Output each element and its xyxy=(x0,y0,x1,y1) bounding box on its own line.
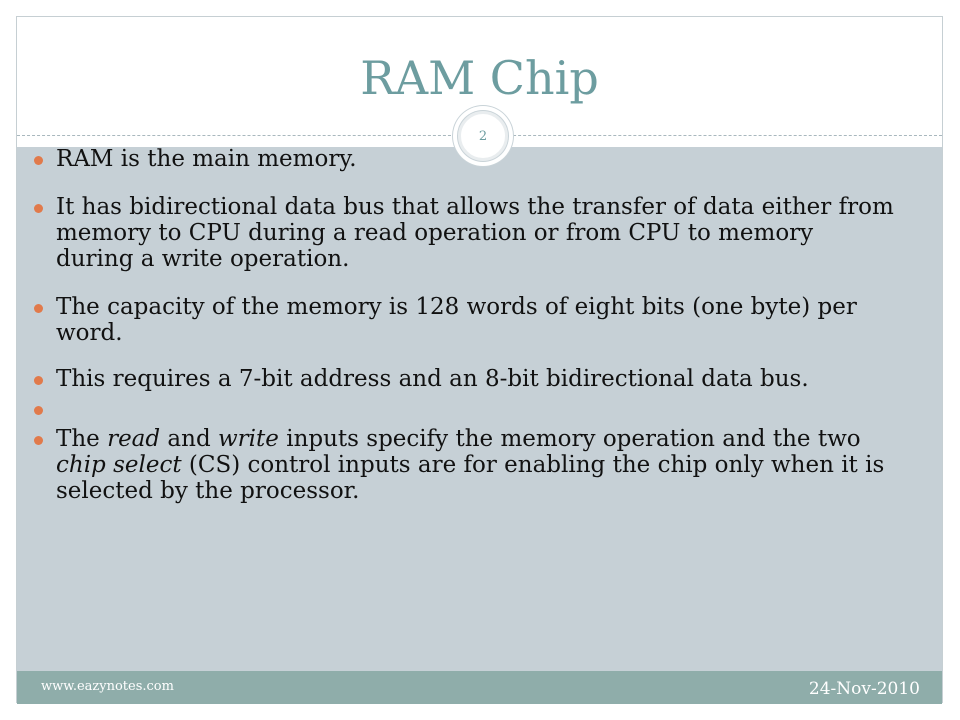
bullet-item: The capacity of the memory is 128 words … xyxy=(34,294,894,346)
bullet-dot-icon xyxy=(34,156,43,165)
bullet-text-part: (CS) control inputs are for enabling the… xyxy=(56,452,885,504)
bullet-text-part: inputs specify the memory operation and … xyxy=(278,426,861,452)
footer-date: 24-Nov-2010 xyxy=(808,679,920,699)
footer-url: www.eazynotes.com xyxy=(41,679,174,694)
bullet-dot-icon xyxy=(34,204,43,213)
content-area xyxy=(17,147,942,671)
bullet-text-part: and xyxy=(160,426,218,452)
bullet-dot-icon xyxy=(34,376,43,385)
footer-bar: www.eazynotes.com 24-Nov-2010 xyxy=(17,671,942,704)
bullet-text-part: The xyxy=(56,426,108,452)
bullet-text: This requires a 7-bit address and an 8-b… xyxy=(56,366,809,392)
bullet-dot-icon xyxy=(34,436,43,445)
slide-frame: RAM Chip 2 www.eazynotes.com 24-Nov-2010 xyxy=(16,16,943,704)
bullet-item: It has bidirectional data bus that allow… xyxy=(34,194,894,272)
bullet-item-empty xyxy=(34,396,894,422)
bullet-list: RAM is the main memory. It has bidirecti… xyxy=(34,146,894,504)
bullet-text-write: write xyxy=(218,426,279,452)
bullet-item: The read and write inputs specify the me… xyxy=(34,426,894,504)
bullet-text: The capacity of the memory is 128 words … xyxy=(56,294,857,346)
bullet-dot-icon xyxy=(34,304,43,313)
bullet-text: It has bidirectional data bus that allow… xyxy=(56,194,894,272)
bullet-text-chip-select: chip select xyxy=(56,452,182,478)
slide-title: RAM Chip xyxy=(360,51,599,105)
bullet-text: The read and write inputs specify the me… xyxy=(56,426,884,504)
bullet-text-read: read xyxy=(107,426,161,452)
page-number: 2 xyxy=(478,128,488,144)
bullet-item: This requires a 7-bit address and an 8-b… xyxy=(34,366,894,392)
page-number-badge: 2 xyxy=(458,111,508,161)
bullet-item: RAM is the main memory. xyxy=(34,146,894,172)
bullet-text: RAM is the main memory. xyxy=(56,146,357,172)
bullet-dot-icon xyxy=(34,406,43,415)
